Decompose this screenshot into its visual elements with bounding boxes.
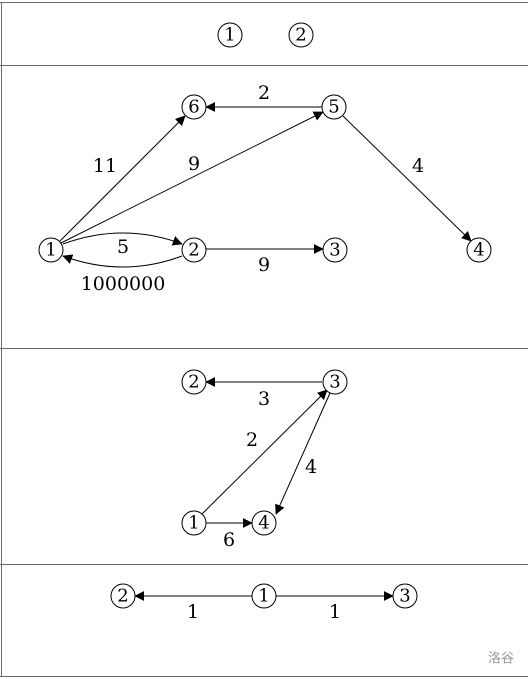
edge-5-to-4 [342, 115, 472, 242]
node-circle [392, 583, 418, 609]
graph-node: 5 [321, 94, 347, 120]
edge-label-2-1: 1000000 [81, 273, 166, 295]
header-node-label: 2 [295, 25, 306, 46]
graph-node: 4 [251, 510, 277, 536]
graph-node: 3 [322, 369, 348, 395]
graph-node: 1 [38, 237, 64, 263]
edge-label-1-4: 6 [223, 529, 235, 551]
node-circle [322, 237, 348, 263]
graph-panel-2: 3 2 4 6 2 3 1 4 [181, 369, 348, 551]
edge-label-1-6: 11 [93, 155, 117, 177]
watermark: 洛谷 [488, 652, 514, 667]
edge-label-1-2: 5 [117, 236, 129, 258]
edge-2-to-1 [62, 254, 183, 268]
node-circle [38, 237, 64, 263]
edge-label-1-3: 2 [246, 429, 258, 451]
node-circle [181, 94, 207, 120]
graph-node: 3 [392, 583, 418, 609]
edge-label-3-4: 4 [305, 456, 317, 478]
node-label: 2 [188, 372, 199, 393]
graph-node: 1 [181, 510, 207, 536]
edge-1-to-2 [62, 232, 183, 246]
graph-node: 1 [251, 583, 277, 609]
node-circle [181, 369, 207, 395]
node-label: 6 [188, 97, 199, 118]
edge-label-3-2: 3 [258, 388, 270, 410]
header-node: 2 [288, 22, 314, 48]
node-label: 1 [45, 240, 56, 261]
graph-node: 2 [181, 369, 207, 395]
node-label: 2 [117, 586, 128, 607]
node-circle [181, 510, 207, 536]
edge-1-to-6 [59, 115, 186, 242]
node-label: 1 [258, 586, 269, 607]
node-label: 3 [329, 372, 340, 393]
header-node-label: 1 [224, 25, 235, 46]
graph-node: 4 [466, 237, 492, 263]
edge-1-to-5 [60, 111, 324, 244]
edge-label-1-5: 9 [188, 153, 200, 175]
edge-1-to-3 [201, 389, 328, 515]
edge-label-1-2: 1 [187, 601, 199, 623]
header-node-circle [288, 22, 314, 48]
header-node-circle [217, 22, 243, 48]
header-node: 1 [217, 22, 243, 48]
edge-label-5-4: 4 [412, 155, 424, 177]
graph-node: 6 [181, 94, 207, 120]
node-label: 3 [399, 586, 410, 607]
node-circle [466, 237, 492, 263]
graph-node: 3 [322, 237, 348, 263]
node-circle [251, 583, 277, 609]
edge-label-2-3: 9 [258, 254, 270, 276]
node-circle [251, 510, 277, 536]
node-label: 1 [188, 513, 199, 534]
node-label: 2 [188, 240, 199, 261]
node-label: 5 [328, 97, 339, 118]
edge-label-5-6: 2 [258, 82, 270, 104]
graph-node: 2 [110, 583, 136, 609]
node-circle [181, 237, 207, 263]
graph-panel-3: 1 1 2 1 3 [110, 583, 418, 623]
node-circle [322, 369, 348, 395]
header-row: 1 2 [217, 22, 314, 48]
node-circle [110, 583, 136, 609]
node-label: 4 [473, 240, 484, 261]
edge-label-1-3: 1 [329, 601, 341, 623]
node-label: 4 [258, 513, 269, 534]
graph-node: 2 [181, 237, 207, 263]
node-circle [321, 94, 347, 120]
graph-panel-1: 2 11 9 4 5 9 1000000 6 5 1 2 3 4 [38, 82, 492, 295]
node-label: 3 [329, 240, 340, 261]
edge-3-to-4 [275, 392, 331, 515]
